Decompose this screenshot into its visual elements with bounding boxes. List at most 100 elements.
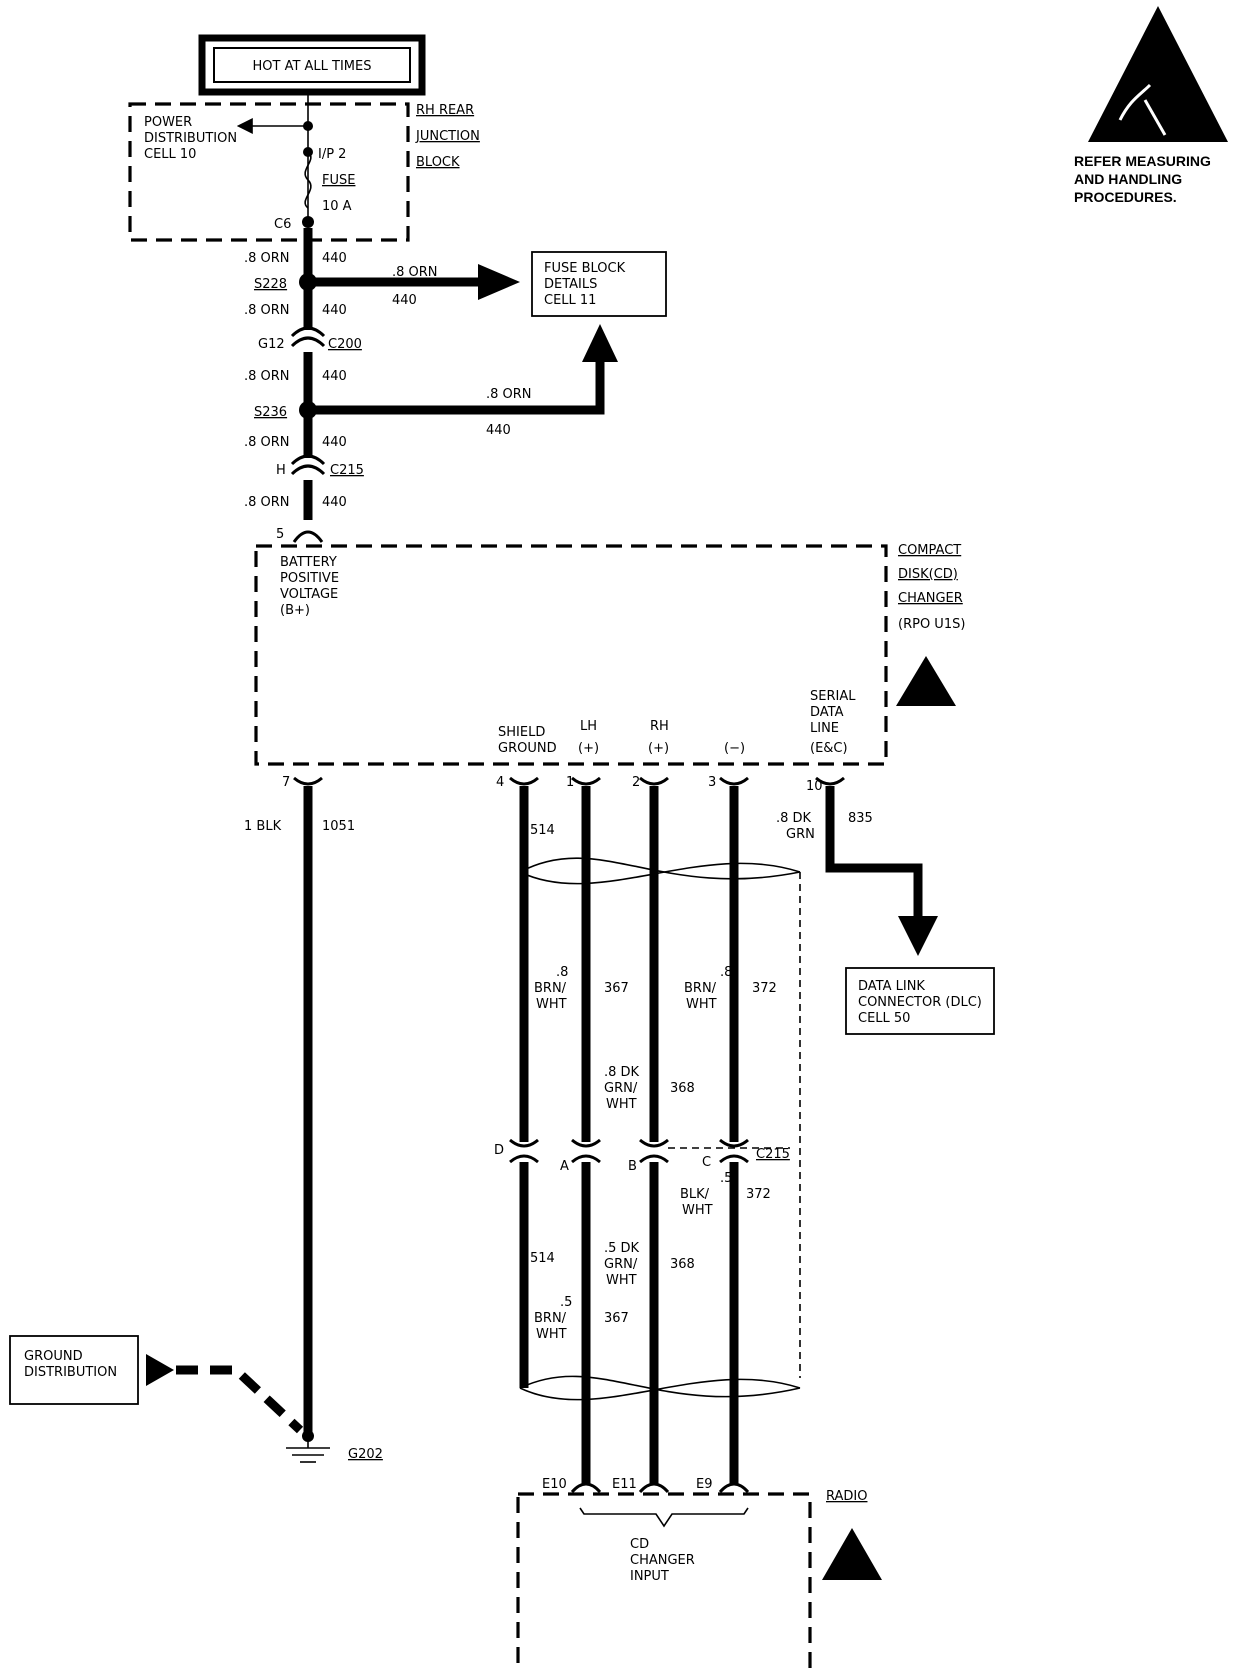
minus-label: (−) — [724, 741, 745, 756]
c215-top-pin: H — [276, 463, 286, 478]
cd-name-line4: (RPO U1S) — [898, 617, 965, 632]
ground-distribution: GROUND DISTRIBUTION — [9, 1335, 304, 1434]
cd-changer-module: BATTERY POSITIVE VOLTAGE (B+) COMPACT DI… — [254, 543, 965, 766]
w368l-color1: GRN/ — [604, 1257, 638, 1272]
w368u-circuit: 368 — [670, 1081, 695, 1096]
splice-s228-label: S228 — [254, 277, 287, 292]
pin-4: 4 — [496, 775, 504, 790]
c215-pin-a: A — [560, 1159, 569, 1174]
cd-name-line1: COMPACT — [898, 543, 961, 558]
cd-esd-icon — [896, 656, 956, 706]
shielded-cable-lower: .5 BLK/ WHT 372 514 .5 DK GRN/ WHT 368 .… — [519, 1162, 801, 1484]
w372l-color2: WHT — [682, 1203, 713, 1218]
wire-835-gauge1: .8 DK — [776, 811, 812, 826]
serial-line1: SERIAL — [810, 689, 856, 704]
w367u-size: .8 — [556, 965, 568, 980]
w372u-circuit: 372 — [752, 981, 777, 996]
radio-e10: E10 — [542, 1477, 567, 1492]
cd-pin-numbers: 7 4 1 2 3 10 — [282, 775, 823, 794]
fuse-label: FUSE — [322, 173, 355, 188]
radio-module: E10 E11 E9 RADIO CD CHANGER INPUT — [516, 1477, 882, 1672]
serial-line4: (E&C) — [810, 741, 848, 756]
fuse-block-details-box: FUSE BLOCK DETAILS CELL 11 — [531, 251, 667, 317]
lh-line2: (+) — [578, 741, 599, 756]
cd-name-line2: DISK(CD) — [898, 567, 958, 582]
fuse-details-line3: CELL 11 — [544, 293, 596, 308]
radio-input-line3: INPUT — [630, 1569, 669, 1584]
esd-note-line3: PROCEDURES. — [1074, 189, 1177, 205]
connector-c215-lower: D A B C C215 — [494, 1143, 790, 1174]
shielded-cable-upper: 514 .8 BRN/ WHT 367 .8 BRN/ WHT 372 .8 D… — [509, 786, 801, 1378]
wire-440-circuit-2: 440 — [322, 303, 347, 318]
fuse-details-line1: FUSE BLOCK — [544, 261, 626, 276]
rh-line1: RH — [650, 719, 669, 734]
dlc-line1: DATA LINK — [858, 979, 925, 994]
w372u-color1: BRN/ — [684, 981, 717, 996]
cd-pin5-terminal — [292, 530, 324, 543]
w368l-size: .5 DK — [604, 1241, 640, 1256]
serial-line3: LINE — [810, 721, 839, 736]
c215-pin-b: B — [628, 1159, 637, 1174]
esd-note-line1: REFER MEASURING — [1074, 153, 1211, 169]
wire-1051-circuit: 1051 — [322, 819, 355, 834]
shield-line2: GROUND — [498, 741, 557, 756]
w367u-color2: WHT — [536, 997, 567, 1012]
pin-7: 7 — [282, 775, 290, 790]
fuse-name: I/P 2 — [318, 147, 346, 162]
terminal-c6: C6 — [274, 217, 291, 232]
w368l-color2: WHT — [606, 1273, 637, 1288]
ground-g202: G202 — [286, 1430, 383, 1463]
wire-440-gauge-3: .8 ORN — [244, 369, 290, 384]
w368l-circuit: 368 — [670, 1257, 695, 1272]
splice-s236-label: S236 — [254, 405, 287, 420]
rh-line2: (+) — [648, 741, 669, 756]
w367u-circuit: 367 — [604, 981, 629, 996]
c200-pin: G12 — [258, 337, 285, 352]
cd-pin-terminals — [293, 776, 845, 786]
connector-c200: G12 C200 — [258, 326, 362, 352]
w367l-color2: WHT — [536, 1327, 567, 1342]
dlc-box: DATA LINK CONNECTOR (DLC) CELL 50 — [845, 967, 995, 1035]
pin-3: 3 — [708, 775, 716, 790]
branch-s236-circuit: 440 — [486, 423, 511, 438]
w372u-size: .8 — [720, 965, 732, 980]
wire-440-gauge-2: .8 ORN — [244, 303, 290, 318]
rh-block-line2: JUNCTION — [415, 129, 480, 144]
wire-440-gauge-1: .8 ORN — [244, 251, 290, 266]
connector-c215-top: H C215 — [276, 454, 364, 478]
hot-at-all-times-text: HOT AT ALL TIMES — [252, 59, 371, 74]
w368u-color2: WHT — [606, 1097, 637, 1112]
pin-2: 2 — [632, 775, 640, 790]
rh-block-line1: RH REAR — [416, 103, 474, 118]
ground-dist-line2: DISTRIBUTION — [24, 1365, 117, 1380]
splice-s236: S236 .8 ORN 440 — [254, 324, 618, 438]
w372u-color2: WHT — [686, 997, 717, 1012]
wire-1051-gauge: 1 BLK — [244, 819, 282, 834]
w372l-size: .5 — [720, 1171, 732, 1186]
radio-input-line2: CHANGER — [630, 1553, 695, 1568]
radio-name: RADIO — [826, 1489, 867, 1504]
wire-835-circuit: 835 — [848, 811, 873, 826]
c215-top-name: C215 — [330, 463, 364, 478]
w372l-circuit: 372 — [746, 1187, 771, 1202]
radio-e9: E9 — [696, 1477, 713, 1492]
w367u-color1: BRN/ — [534, 981, 567, 996]
hot-at-all-times-banner: HOT AT ALL TIMES — [198, 34, 426, 96]
shield-line1: SHIELD — [498, 725, 545, 740]
radio-esd-icon — [822, 1528, 882, 1580]
cd-bplus-line3: VOLTAGE — [280, 587, 338, 602]
cd-bplus-line2: POSITIVE — [280, 571, 339, 586]
wire-835: .8 DK GRN 835 — [776, 786, 938, 956]
esd-warning: REFER MEASURING AND HANDLING PROCEDURES. — [1074, 6, 1228, 205]
dlc-line3: CELL 50 — [858, 1011, 910, 1026]
ground-dist-line1: GROUND — [24, 1349, 83, 1364]
fuse-details-line2: DETAILS — [544, 277, 597, 292]
w368u-size: .8 DK — [604, 1065, 640, 1080]
pin-10: 10 — [806, 779, 823, 794]
branch-s228-circuit: 440 — [392, 293, 417, 308]
wire-440-circuit-4: 440 — [322, 435, 347, 450]
c215-lower-name: C215 — [756, 1147, 790, 1162]
dlc-line2: CONNECTOR (DLC) — [858, 995, 982, 1010]
pin-1: 1 — [566, 775, 574, 790]
